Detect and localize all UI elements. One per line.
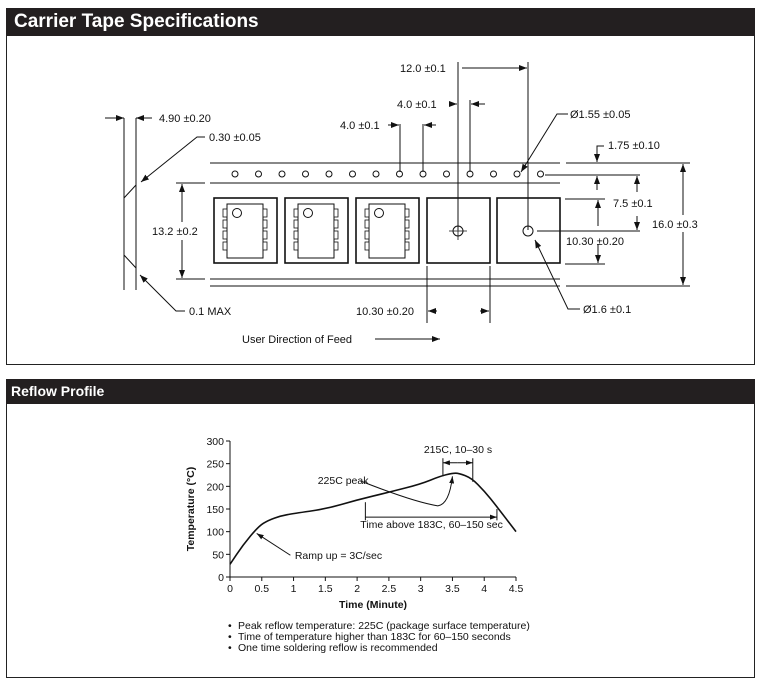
annotation-215c: 215C, 10–30 s — [424, 444, 492, 456]
dim-wall: 0.30 ±0.05 — [209, 132, 261, 144]
y-tick-label: 150 — [206, 504, 224, 516]
x-tick-label: 3 — [418, 583, 424, 595]
sprocket-hole — [231, 170, 239, 178]
carrier-tape-header: Carrier Tape Specifications — [6, 8, 755, 36]
dim-pocket-height: 10.30 ±0.20 — [566, 236, 624, 248]
sprocket-hole — [513, 170, 521, 178]
carrier-tape-title: Carrier Tape Specifications — [14, 11, 259, 32]
carrier-tape-diagram: 4.90 ±0.20 0.30 ±0.05 0.1 MAX 13.2 ±0.2 … — [105, 62, 698, 346]
tape-pocket — [284, 197, 349, 264]
dim-pocket-pitch: 12.0 ±0.1 — [400, 63, 446, 75]
y-axis-label: Temperature (°C) — [185, 467, 197, 552]
tape-pocket — [213, 197, 278, 264]
y-tick-label: 200 — [206, 481, 224, 493]
note-item: One time soldering reflow is recommended — [228, 643, 530, 654]
x-tick-label: 4 — [481, 583, 487, 595]
dim-sprocket-pitch-a: 4.0 ±0.1 — [397, 99, 437, 111]
reflow-notes: Peak reflow temperature: 225C (package s… — [228, 621, 530, 654]
x-tick-label: 1 — [291, 583, 297, 595]
sprocket-hole — [349, 170, 356, 178]
tape-pocket — [355, 197, 420, 264]
feed-direction-label: User Direction of Feed — [242, 334, 352, 346]
ramp-pointer — [256, 533, 291, 556]
dim-pocket-depth: 13.2 ±0.2 — [152, 226, 198, 238]
x-tick-label: 3.5 — [445, 583, 460, 595]
note-item: Peak reflow temperature: 225C (package s… — [228, 621, 530, 632]
sprocket-hole — [372, 170, 380, 178]
sprocket-hole — [278, 170, 286, 178]
dim-hole-to-pocket: 7.5 ±0.1 — [613, 198, 653, 210]
reflow-title: Reflow Profile — [11, 383, 105, 399]
x-axis-label: Time (Minute) — [339, 599, 407, 611]
reflow-curve — [229, 472, 517, 565]
y-tick-label: 50 — [212, 549, 224, 561]
dim-tape-width: 16.0 ±0.3 — [652, 219, 698, 231]
annotation-time-above: Time above 183C, 60–150 sec — [360, 519, 503, 531]
sprocket-hole — [325, 170, 333, 178]
x-tick-label: 4.5 — [509, 583, 524, 595]
x-tick-label: 0 — [227, 583, 233, 595]
dim-pocket-width: 10.30 ±0.20 — [356, 306, 414, 318]
dim-edge-to-hole: 1.75 ±0.10 — [608, 140, 660, 152]
x-tick-label: 2.5 — [382, 583, 397, 595]
sprocket-hole — [537, 170, 544, 178]
y-tick-label: 100 — [206, 527, 224, 539]
note-item: Time of temperature higher than 183C for… — [228, 632, 530, 643]
sprocket-hole — [302, 170, 309, 178]
y-tick-label: 300 — [206, 436, 224, 448]
y-tick-label: 250 — [206, 459, 224, 471]
dim-sprocket-hole-dia: Ø1.55 ±0.05 — [570, 109, 630, 121]
sprocket-hole — [490, 170, 497, 178]
dim-pocket-hole-dia: Ø1.6 ±0.1 — [583, 304, 631, 316]
y-tick-label: 0 — [218, 572, 224, 584]
x-tick-label: 1.5 — [318, 583, 333, 595]
dim-camber: 0.1 MAX — [189, 306, 232, 318]
annotation-peak: 225C peak — [318, 475, 370, 487]
x-tick-label: 0.5 — [254, 583, 269, 595]
dim-sprocket-pitch-b: 4.0 ±0.1 — [340, 120, 380, 132]
peak-pointer — [360, 476, 455, 507]
reflow-header: Reflow Profile — [6, 379, 755, 404]
reflow-chart: 0 0.5 1 1.5 2 2.5 3 3.5 4 4.5 0 50 100 150 200 250 300 T… — [185, 436, 524, 611]
x-tick-label: 2 — [354, 583, 360, 595]
sprocket-hole — [443, 170, 450, 178]
dim-thickness: 4.90 ±0.20 — [159, 113, 211, 125]
annotation-ramp: Ramp up = 3C/sec — [295, 550, 382, 562]
sprocket-hole — [255, 170, 262, 178]
